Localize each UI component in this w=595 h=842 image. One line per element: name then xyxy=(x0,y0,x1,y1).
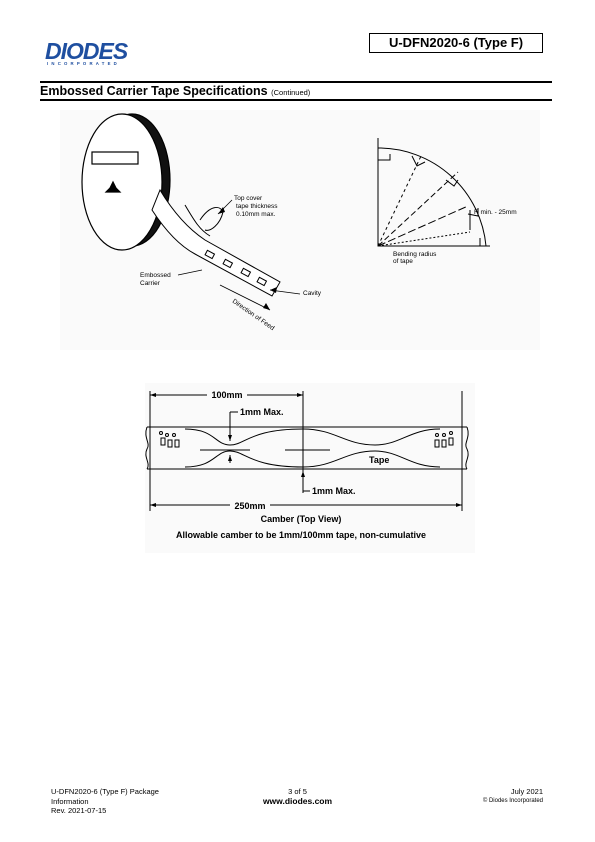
reel-drawing xyxy=(81,113,171,251)
logo-text: DIODES xyxy=(45,38,128,64)
cavity-label: Cavity xyxy=(303,290,322,297)
bending-radius-drawing xyxy=(377,138,490,247)
reel-bending-figure: Top cover tape thickness 0.10mm max. Emb… xyxy=(60,110,540,350)
footer-left-line3: Rev. 2021-07-15 xyxy=(51,806,107,815)
camber-tape-drawing xyxy=(145,391,469,511)
radius-label: R min. - 25mm xyxy=(474,209,517,216)
embossed-label-2: Carrier xyxy=(140,280,161,287)
dim-100mm: 100mm xyxy=(211,390,242,400)
camber-note: Allowable camber to be 1mm/100mm tape, n… xyxy=(176,530,426,540)
camber-caption: Camber (Top View) xyxy=(261,514,342,524)
top-cover-label-1: Top cover xyxy=(234,195,263,202)
footer-center: 3 of 5 www.diodes.com xyxy=(0,787,595,806)
header-rule-bottom xyxy=(40,99,552,101)
footer-right: July 2021 © Diodes Incorporated xyxy=(483,787,543,806)
header-rule-top xyxy=(40,81,552,83)
footer-page: 3 of 5 xyxy=(288,787,307,796)
embossed-label-1: Embossed xyxy=(140,272,171,279)
section-title-text: Embossed Carrier Tape Specifications xyxy=(40,84,268,98)
bending-label-2: of tape xyxy=(393,258,413,265)
diodes-logo: DIODES INCORPORATED xyxy=(45,38,157,72)
footer-copyright: © Diodes Incorporated xyxy=(482,797,543,804)
tape-label: Tape xyxy=(369,455,389,465)
top-cover-label-3: 0.10mm max. xyxy=(236,211,276,218)
dim-250mm: 250mm xyxy=(234,501,265,511)
footer-left-line2: Information xyxy=(51,796,89,806)
footer-url[interactable]: www.diodes.com xyxy=(262,795,333,806)
logo-subtext: INCORPORATED xyxy=(47,61,120,66)
dimension-arrowheads xyxy=(150,393,462,507)
bending-label-1: Bending radius xyxy=(393,251,437,258)
footer-left-line1: U-DFN2020-6 (Type F) Package xyxy=(51,787,159,796)
footer-left: U-DFN2020-6 (Type F) Package Information… xyxy=(51,787,159,816)
section-title: Embossed Carrier Tape Specifications (Co… xyxy=(40,84,310,98)
section-title-note: (Continued) xyxy=(271,88,311,97)
camber-figure: 100mm 1mm Max. Tape 1mm Max. 250mm Cambe… xyxy=(145,383,475,553)
footer-date: July 2021 xyxy=(510,787,543,796)
top-cover-label-2: tape thickness xyxy=(236,203,278,210)
dim-1mm-bottom: 1mm Max. xyxy=(312,486,356,496)
dim-1mm-top: 1mm Max. xyxy=(240,407,284,417)
part-number-box: U-DFN2020-6 (Type F) xyxy=(369,33,543,53)
